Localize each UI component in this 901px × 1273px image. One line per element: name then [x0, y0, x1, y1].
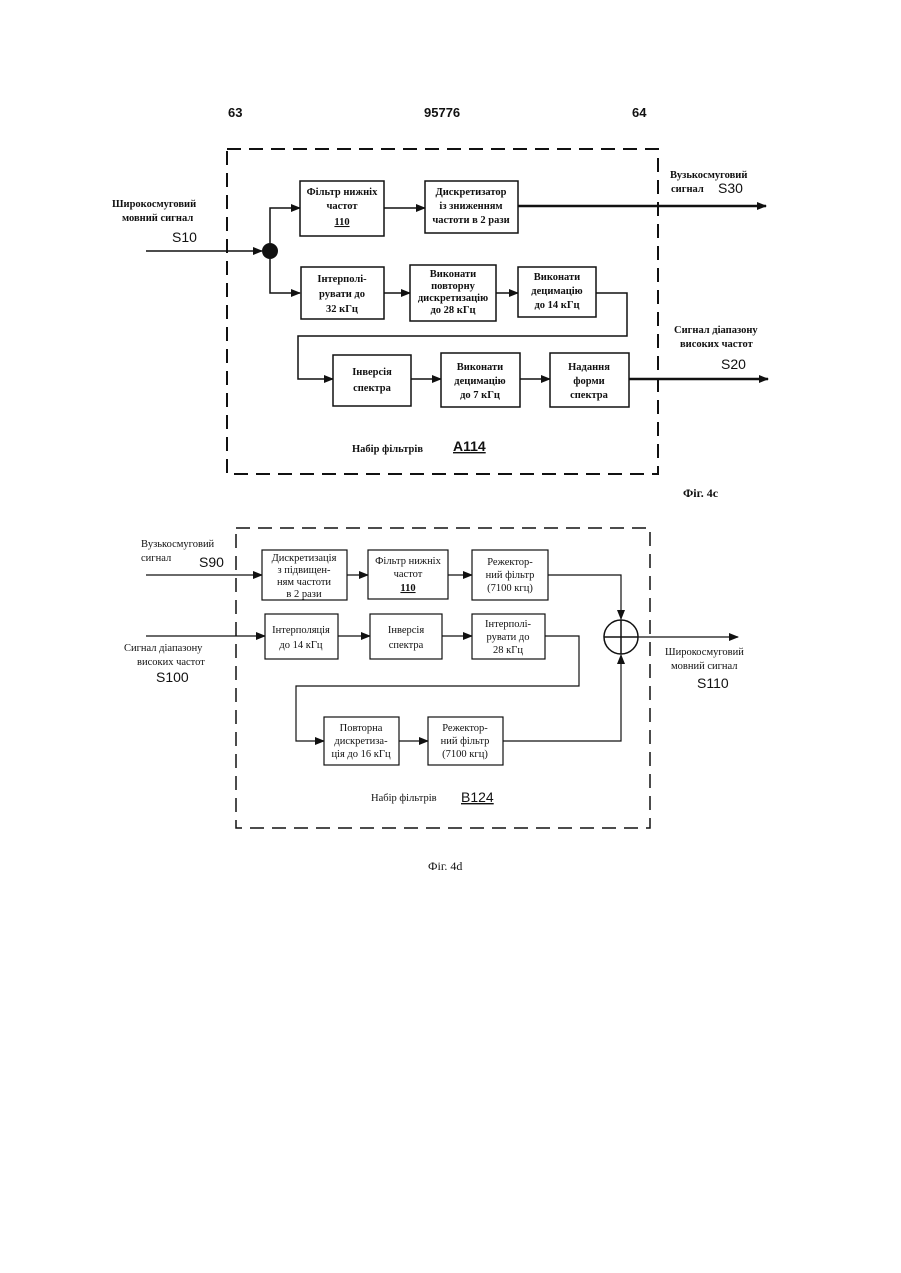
block-text: Виконати: [430, 269, 476, 280]
high-out-signal-id: S20: [721, 356, 746, 372]
narrow-in-label-line2: сигнал: [141, 553, 171, 564]
narrow-in-label-line1: Вузькосмуговий: [141, 539, 215, 550]
block-text: ція до 16 кГц: [331, 749, 391, 760]
output-label-line2: мовний сигнал: [671, 661, 738, 672]
block-text: дискретиза-: [334, 736, 388, 747]
block-text: Режектор-: [487, 557, 533, 568]
block-text: (7100 кгц): [487, 583, 533, 594]
block-text: до 7 кГц: [460, 390, 500, 401]
block-text: форми: [573, 376, 604, 387]
block-text: Режектор-: [442, 723, 488, 734]
narrow-out-label-line2: сигнал: [671, 184, 704, 195]
figure-4c: Широкосмуговий мовний сигнал S10 Фільтр …: [112, 149, 768, 500]
output-label-line1: Широкосмуговий: [665, 647, 744, 658]
filter-bank-b-id: B124: [461, 789, 494, 805]
block-text: децимацію: [454, 376, 505, 387]
block-text: Надання: [568, 362, 610, 373]
figure-4d-caption: Фіг. 4d: [428, 859, 462, 873]
block-text: Інверсія: [352, 367, 392, 378]
block-text: спектра: [389, 640, 424, 651]
filter-bank-a-label: Набір фільтрів: [352, 444, 423, 455]
block-text: Інтерполі-: [317, 274, 367, 285]
block-text: Інтерполяція: [272, 625, 330, 636]
figure-4c-caption: Фіг. 4с: [683, 486, 719, 500]
block-text: з підвищен-: [277, 565, 331, 576]
block-text: спектра: [570, 390, 609, 401]
block-text: рувати до: [319, 289, 365, 300]
high-in-label-line1: Сигнал діапазону: [124, 643, 203, 654]
summing-junction-icon: [604, 620, 638, 654]
block-text: в 2 рази: [286, 589, 322, 600]
block-text: Дискретизація: [272, 553, 337, 564]
input-label-line2: мовний сигнал: [122, 213, 193, 224]
narrow-in-signal-id: S90: [199, 554, 224, 570]
block-text: Інтерполі-: [485, 619, 532, 630]
block-text: дискретизацію: [418, 293, 488, 304]
figure-4d: Вузькосмуговий сигнал S90 Дискретизація …: [124, 528, 744, 873]
block-text: децимацію: [531, 286, 582, 297]
spectrum-inversion-block: [333, 355, 411, 406]
block-text: Фільтр нижніх: [307, 187, 378, 198]
block-text: до 14 кГц: [279, 640, 323, 651]
interpolation-14-block: [265, 614, 338, 659]
block-text: Дискретизатор: [436, 187, 507, 198]
block-text: Виконати: [457, 362, 503, 373]
block-text: Повторна: [340, 723, 383, 734]
block-text: повторну: [431, 281, 476, 292]
block-text: 32 кГц: [326, 304, 358, 315]
block-text: частоти в 2 рази: [432, 215, 509, 226]
input-signal-id: S10: [172, 229, 197, 245]
block-text: спектра: [353, 383, 392, 394]
block-text: до 28 кГц: [430, 305, 475, 316]
input-label-line1: Широкосмуговий: [112, 199, 196, 210]
split-node: [262, 243, 278, 259]
block-text: рувати до: [487, 632, 530, 643]
output-signal-id: S110: [697, 675, 729, 691]
block-text: Виконати: [534, 272, 580, 283]
block-text: Фільтр нижніх: [375, 556, 441, 567]
block-text: ний фільтр: [441, 736, 490, 747]
high-out-label-line1: Сигнал діапазону: [674, 325, 758, 336]
filter-bank-a-id: A114: [453, 438, 486, 454]
narrow-out-signal-id: S30: [718, 180, 743, 196]
block-text: частот: [394, 569, 423, 580]
block-text: із зниженням: [439, 201, 502, 212]
block-text: ням частоти: [277, 577, 331, 588]
block-ref-number: 110: [334, 217, 349, 228]
arrow-notch-to-adder-bottom: [503, 655, 621, 741]
spectrum-inversion-block-d: [370, 614, 442, 659]
high-in-signal-id: S100: [156, 669, 189, 685]
block-text: частот: [326, 201, 358, 212]
block-ref-number: 110: [400, 583, 415, 594]
block-text: Інверсія: [388, 625, 425, 636]
arrow-notch-to-adder: [548, 575, 621, 619]
high-in-label-line2: високих частот: [137, 657, 205, 668]
block-text: (7100 кгц): [442, 749, 488, 760]
arrow-to-lowpass: [270, 208, 300, 243]
block-text: до 14 кГц: [534, 300, 579, 311]
block-text: ний фільтр: [486, 570, 535, 581]
arrow-to-interp: [270, 259, 300, 293]
filter-bank-b-label: Набір фільтрів: [371, 793, 437, 804]
high-out-label-line2: високих частот: [680, 339, 754, 350]
block-text: 28 кГц: [493, 645, 523, 656]
